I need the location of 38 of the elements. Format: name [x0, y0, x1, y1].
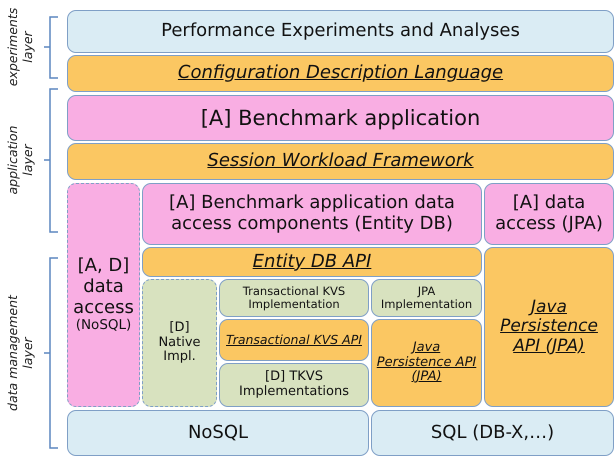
layer-box [142, 183, 482, 245]
layer-text: NoSQL [188, 422, 248, 444]
layer-text: Java Persistence API (JPA) [499, 298, 599, 356]
layer-text: [A, D] data access [72, 256, 135, 318]
layer-box [219, 363, 369, 407]
layer-label: experiments layer [5, 6, 36, 88]
layer-text: [D] TKVS Implementations [238, 370, 350, 400]
layer-box [67, 10, 614, 53]
layer-box [67, 183, 140, 407]
layer-box [67, 95, 614, 141]
layer-text: [A] Benchmark application [200, 106, 480, 130]
layer-text: Configuration Description Language [178, 63, 504, 84]
layer-text: JPA Implementation [380, 284, 474, 312]
layer-box [371, 279, 482, 317]
layer-box [142, 279, 217, 407]
layer-box [484, 183, 614, 245]
layer-label: data management layer [5, 294, 36, 413]
layer-text: Performance Experiments and Analyses [161, 21, 520, 42]
api-layer-box [142, 247, 482, 277]
layer-text: Transactional KVS Implementation [242, 284, 346, 312]
api-layer-box [484, 247, 614, 407]
layer-text: Transactional KVS API [226, 332, 362, 348]
layer-text: Entity DB API [252, 252, 372, 272]
layer-box [67, 410, 369, 456]
api-layer-box [371, 319, 482, 407]
api-layer-box [67, 143, 614, 180]
layer-text: Session Workload Framework [207, 151, 474, 172]
layer-text: SQL (DB-X,…) [430, 422, 554, 444]
layer-text: (NoSQL) [76, 318, 132, 334]
api-layer-box [219, 319, 369, 361]
layer-label: application layer [5, 124, 36, 196]
layer-text: Java Persistence API (JPA) [376, 340, 477, 386]
api-layer-box [67, 55, 614, 92]
layer-text: [D] Native Impl. [157, 320, 202, 366]
layer-text: [A] Benchmark application data access components (Entity DB) [168, 193, 456, 235]
layer-box [219, 279, 369, 317]
layer-box [371, 410, 614, 456]
layer-text: [A] data access (JPA) [494, 193, 604, 235]
